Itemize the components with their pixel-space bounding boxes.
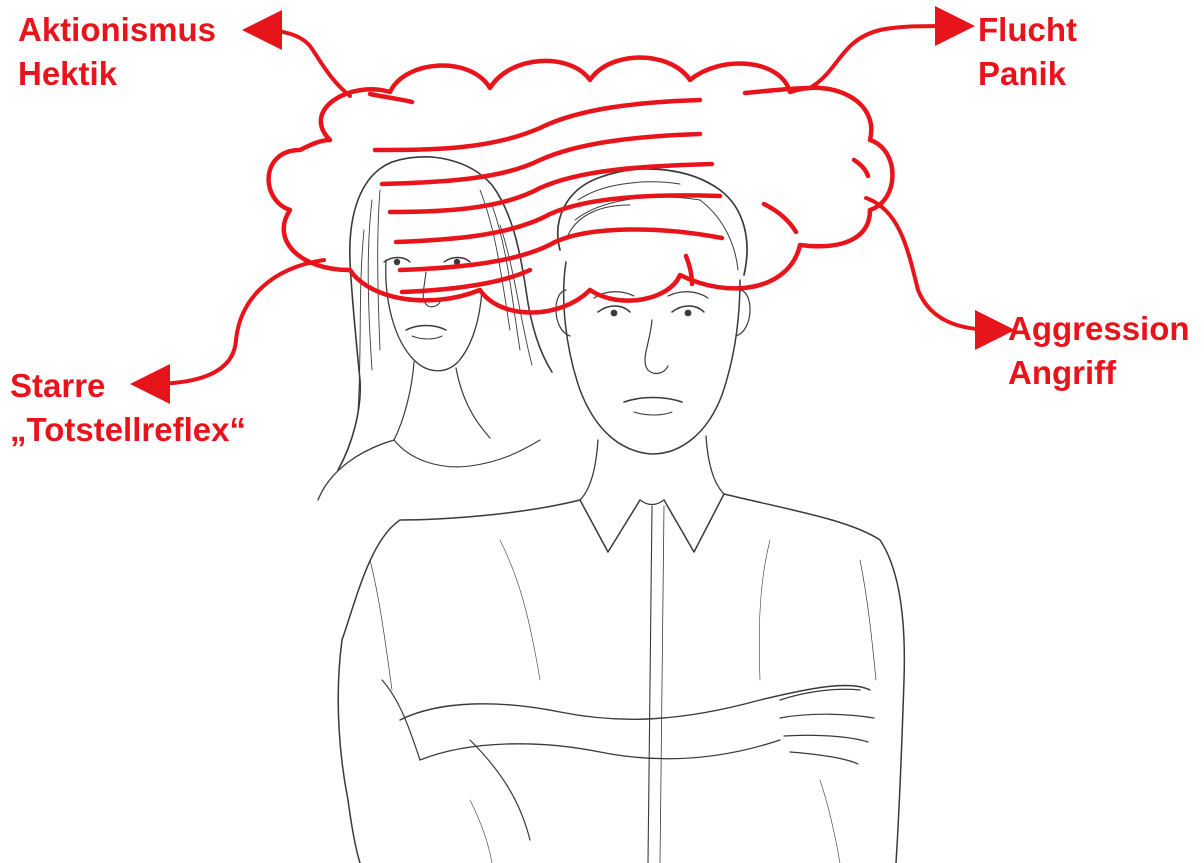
thought-cloud — [269, 58, 893, 313]
label-top-right: Flucht Panik — [978, 8, 1077, 96]
label-bottom-right-line2: Angriff — [1008, 351, 1190, 395]
label-bottom-right: Aggression Angriff — [1008, 307, 1190, 395]
label-top-right-line2: Panik — [978, 52, 1077, 96]
label-top-left: Aktionismus Hektik — [18, 8, 216, 96]
label-top-left-line2: Hektik — [18, 52, 216, 96]
label-bottom-left-line1: Starre — [10, 364, 246, 408]
label-top-left-line1: Aktionismus — [18, 8, 216, 52]
arrow-bottom-right — [866, 198, 995, 330]
label-bottom-left-line2: „Totstellreflex“ — [10, 408, 246, 452]
label-bottom-left: Starre „Totstellreflex“ — [10, 364, 246, 452]
label-bottom-right-line1: Aggression — [1008, 307, 1190, 351]
arrow-top-left — [262, 30, 350, 96]
arrow-top-right — [810, 26, 955, 88]
man-figure — [338, 169, 904, 863]
label-top-right-line1: Flucht — [978, 8, 1077, 52]
woman-figure — [318, 157, 552, 500]
